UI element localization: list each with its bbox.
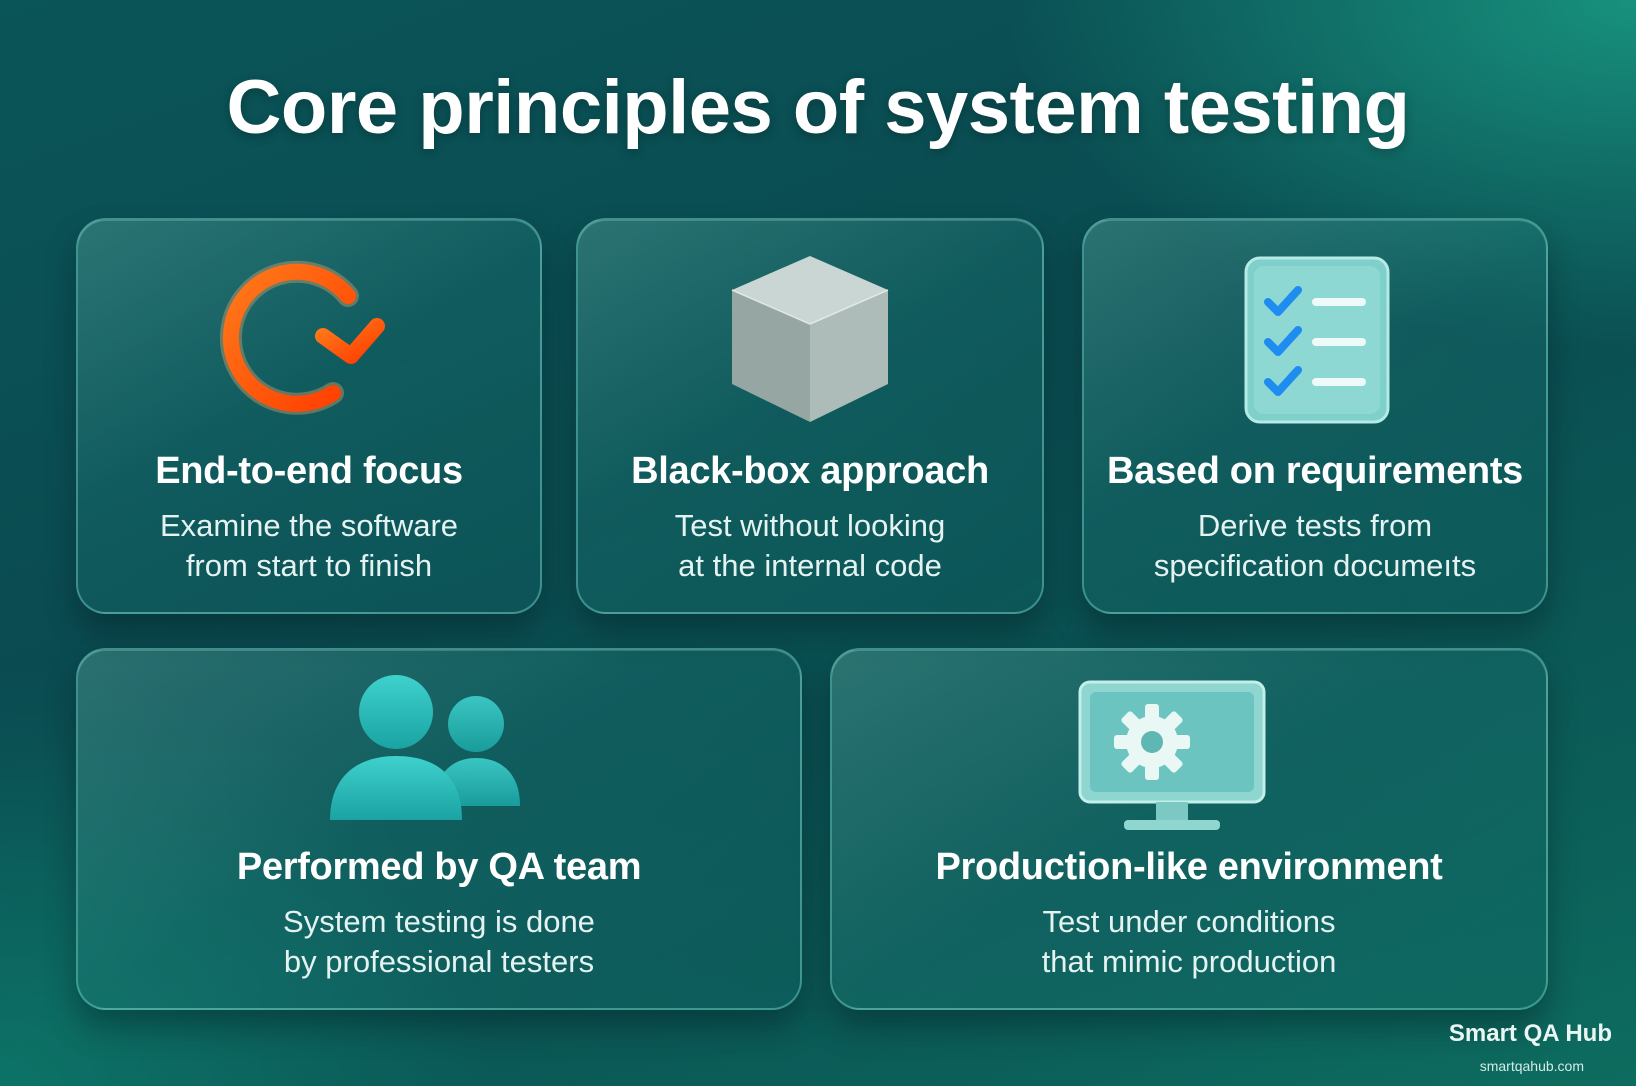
brand-logo: Smart QA Hub [1448,1020,1612,1047]
card-description: Test under conditions that mimic product… [832,902,1546,982]
card-title: End-to-end focus [155,450,463,492]
card-description-line: Derive tests from [1197,508,1433,543]
card-production-environment: Production-like environment Test under c… [830,648,1548,1010]
card-description-line: specification documeıts [1153,548,1477,583]
monitor-gear-icon [1078,680,1266,830]
card-description: System testing is done by professional t… [78,902,800,982]
card-description-line: System testing is done [283,904,595,939]
circular-arrow-icon [219,260,385,415]
card-description-line: Examine the software [159,508,459,543]
card-description-line: Test without looking [674,508,946,543]
card-description-line: that mimic production [1041,944,1337,979]
card-title: Production-like environment [935,846,1443,888]
page-title: Core principles of system testing [226,65,1410,150]
card-requirements: Based on requirements Derive tests from … [1082,218,1548,614]
card-title: Based on requirements [1106,450,1524,492]
card-black-box: Black-box approach Test without looking … [576,218,1044,614]
brand-url: smartqahub.com [1479,1058,1584,1074]
card-description: Test without looking at the internal cod… [578,506,1042,586]
card-end-to-end: End-to-end focus Examine the software fr… [76,218,542,614]
card-title: Black-box approach [631,450,989,492]
card-description-line: from start to finish [185,548,433,583]
card-description-line: by professional testers [283,944,595,979]
checklist-icon [1244,256,1390,424]
card-description: Derive tests from specification documeıt… [1084,506,1546,586]
card-qa-team: Performed by QA team System testing is d… [76,648,802,1010]
team-icon [330,675,520,820]
cube-icon [731,256,889,422]
card-title: Performed by QA team [236,846,642,888]
card-description-line: Test under conditions [1042,904,1336,939]
card-description: Examine the software from start to finis… [78,506,540,586]
card-description-line: at the internal code [678,548,942,583]
